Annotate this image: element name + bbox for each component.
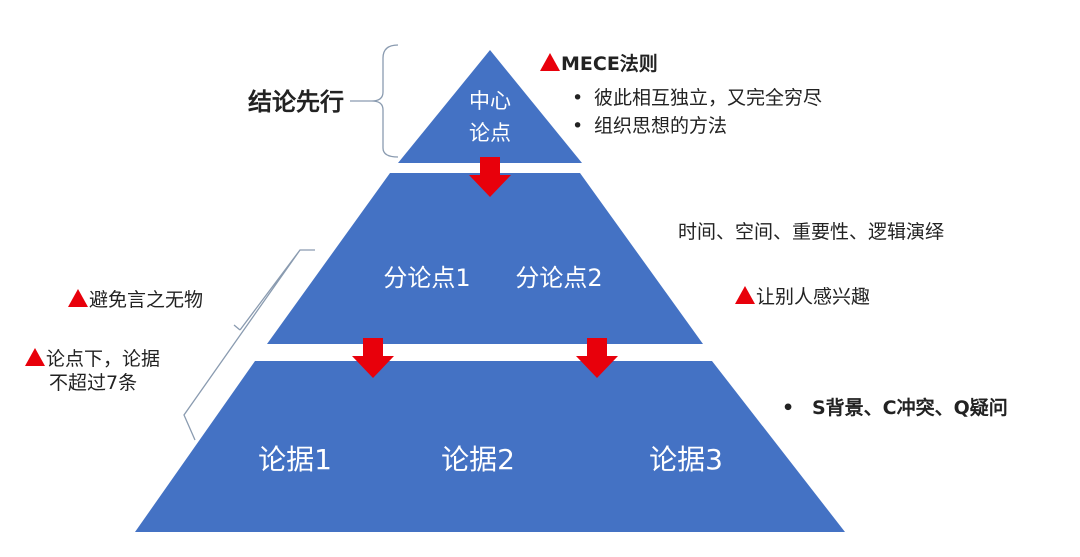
bracket-arguments [183,249,315,441]
pyramid-top-level [398,50,582,163]
conclusion-first-label: 结论先行 [248,88,344,116]
interest-text: 让别人感兴趣 [756,286,871,308]
red-triangle-icon [735,286,755,304]
limit-line-1: 论点下，论据 [46,348,161,370]
ordering-methods: 时间、空间、重要性、逻辑演绎 [678,221,945,243]
red-triangle-icon [25,348,45,366]
mece-bullet-text: 组织思想的方法 [594,115,728,137]
scq-text: S背景、C冲突、Q疑问 [812,397,1008,419]
mece-title-text: MECE法则 [561,53,658,75]
mece-bullet: •组织思想的方法 [572,115,728,137]
evidence-2: 论据2 [441,443,515,476]
sub-point-1: 分论点1 [383,264,470,292]
scq-bullet: •S背景、C冲突、Q疑问 [782,397,1008,419]
limit-note: 论点下，论据不超过7条 [25,348,160,396]
evidence-1: 论据1 [258,443,332,476]
red-triangle-icon [68,289,88,307]
avoid-empty-text: 避免言之无物 [89,289,204,311]
avoid-empty-note: 避免言之无物 [68,289,203,313]
top-label-line1: 中心 [469,89,511,113]
down-arrow-icon [352,338,394,378]
red-triangle-icon [540,53,560,71]
mece-title: MECE法则 [540,53,658,77]
top-label-line2: 论点 [469,121,511,145]
interest-note: 让别人感兴趣 [735,286,870,310]
pyramid-middle-level [267,173,703,344]
limit-line-2: 不超过7条 [49,371,138,394]
mece-bullet: •彼此相互独立，又完全穷尽 [572,87,823,109]
down-arrow-icon [469,157,511,197]
pyramid-bottom-level [135,361,845,532]
sub-point-2: 分论点2 [515,264,602,292]
down-arrow-icon [576,338,618,378]
bracket-conclusion [371,44,399,158]
evidence-3: 论据3 [649,443,723,476]
mece-bullet-text: 彼此相互独立，又完全穷尽 [594,87,823,109]
